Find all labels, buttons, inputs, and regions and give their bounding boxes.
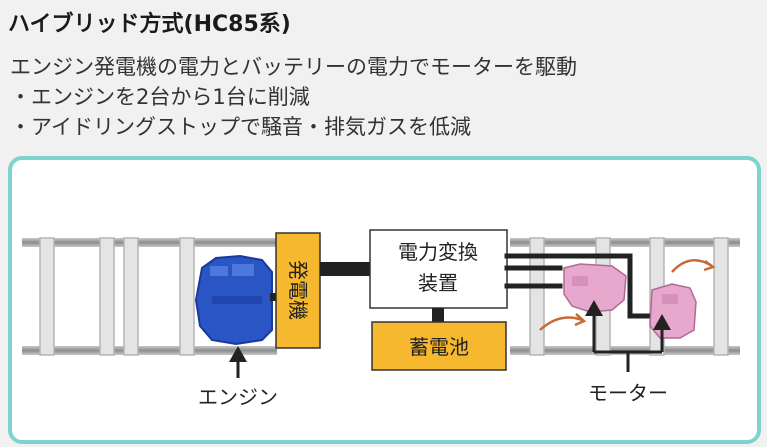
engine-label: エンジン <box>198 385 278 409</box>
motor-cables <box>504 253 651 319</box>
rotation-arrow-left-icon <box>539 313 587 331</box>
converter-label-line1: 電力変換 <box>398 240 478 264</box>
rotation-arrow-right-icon <box>671 259 716 273</box>
generator-box <box>275 232 321 349</box>
engine-pointer-arrow-icon <box>229 346 247 378</box>
page-title: ハイブリッド方式(HC85系) <box>8 12 291 37</box>
converter-battery-link <box>432 308 444 322</box>
converter-label-line2: 装置 <box>418 271 458 295</box>
left-bogie <box>22 237 277 356</box>
engine-shape <box>194 254 273 346</box>
battery-label: 蓄電池 <box>409 335 469 359</box>
description-line-3: ・アイドリングストップで騒音・排気ガスを低減 <box>10 115 471 139</box>
generator-label: 発電機 <box>286 260 310 320</box>
description-line-1: エンジン発電機の電力とバッテリーの電力でモーターを駆動 <box>10 55 577 79</box>
motor-1-arrowhead-icon <box>585 300 603 316</box>
description-line-2: ・エンジンを2台から1台に削減 <box>10 85 310 109</box>
motor-2-arrowhead-icon <box>653 314 671 330</box>
battery-box <box>371 321 507 371</box>
engine-generator-link <box>270 293 278 301</box>
motor-pointer-arrows-icon <box>592 312 664 372</box>
motor-1-shape <box>563 263 627 313</box>
motor-label: モーター <box>588 381 668 405</box>
description: エンジン発電機の電力とバッテリーの電力でモーターを駆動 ・エンジンを2台から1台… <box>10 52 577 142</box>
generator-converter-link <box>320 262 370 276</box>
